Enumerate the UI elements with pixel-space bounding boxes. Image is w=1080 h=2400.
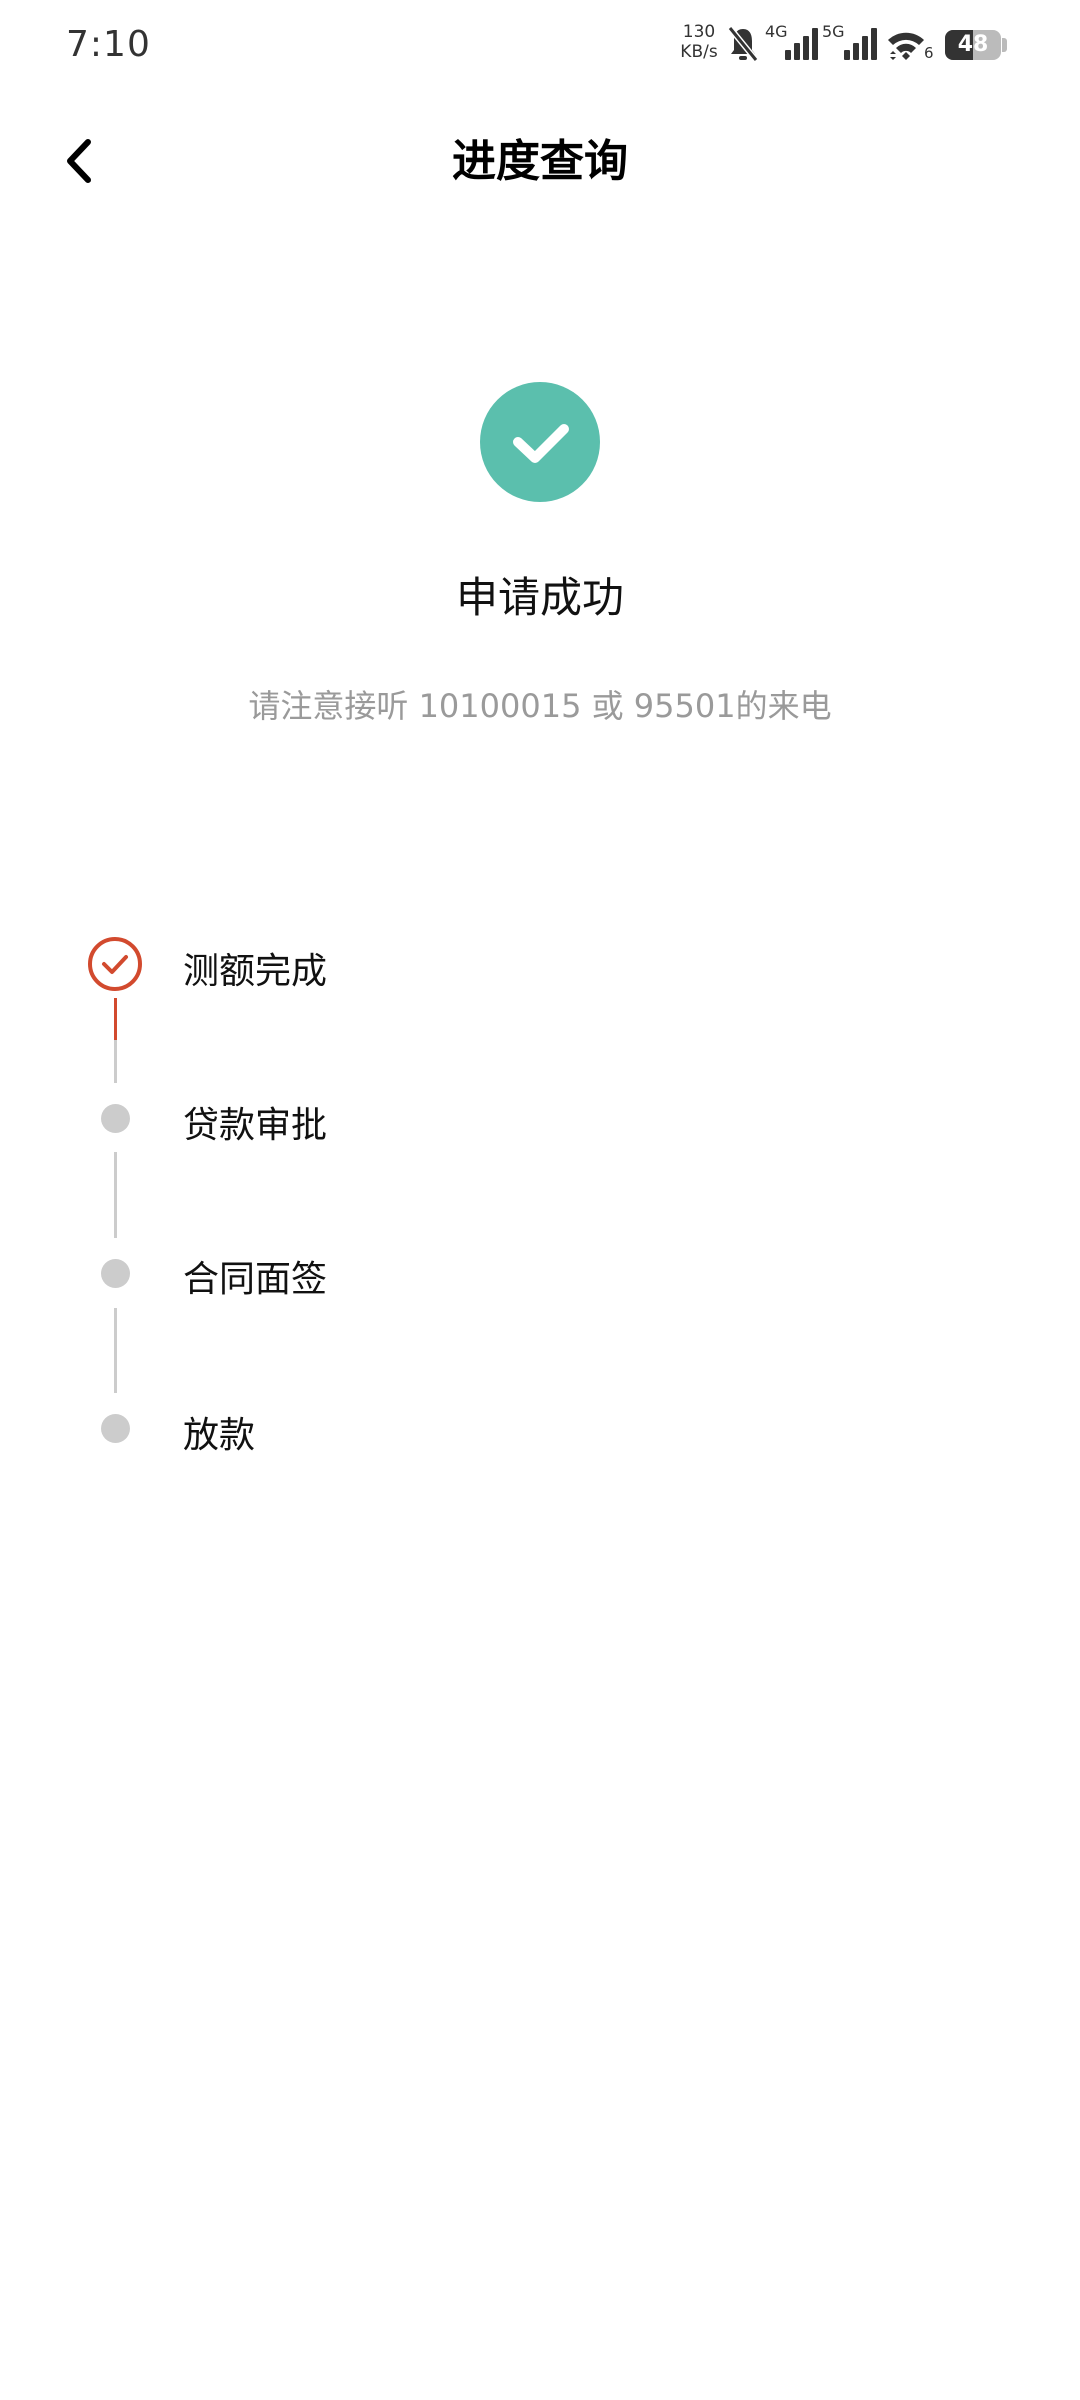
step-connector [114,1040,117,1083]
step-label-1: 测额完成 [183,951,328,992]
cellular-signal-4g-icon: 4G [765,24,819,64]
battery-tip [1002,38,1007,52]
result-subtitle: 请注意接听 10100015 或 95501的来电 [248,687,832,725]
page-title: 进度查询 [452,136,628,187]
step-dot-icon [101,1259,130,1288]
step-connector-active [114,998,117,1040]
wifi-label: 6 [924,44,934,62]
battery-level: 48 [957,32,989,57]
signal-4g-label: 4G [765,22,788,41]
wifi-icon: 6 [886,24,938,64]
battery-icon: 48 [945,30,1001,60]
bell-off-icon [726,24,760,64]
chevron-left-icon [67,139,91,183]
back-button[interactable] [50,128,110,194]
check-circle-icon [480,382,600,502]
step-label-4: 放款 [183,1415,256,1456]
cellular-signal-5g-icon: 5G [822,24,880,64]
step-connector [114,1308,117,1393]
step-done-check-icon [88,937,142,991]
step-connector [114,1152,117,1238]
network-speed: 130 KB/s [676,22,722,62]
status-time: 7:10 [66,24,151,65]
signal-5g-label: 5G [822,22,845,41]
network-speed-unit: KB/s [680,42,718,62]
step-label-3: 合同面签 [183,1259,328,1300]
step-dot-icon [101,1104,130,1133]
network-speed-value: 130 [682,22,716,42]
step-label-2: 贷款审批 [183,1105,328,1146]
result-title: 申请成功 [455,573,624,622]
step-dot-icon [101,1414,130,1443]
